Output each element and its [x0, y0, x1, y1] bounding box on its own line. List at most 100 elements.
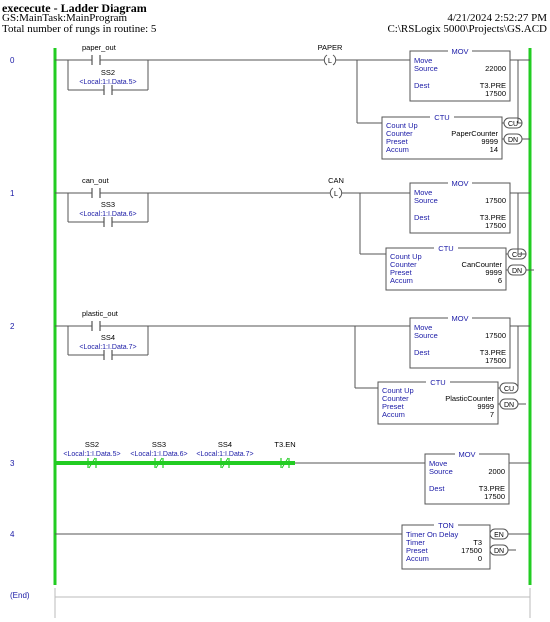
mov-description: Move: [414, 323, 432, 332]
en-output-pin: EN: [489, 528, 509, 540]
contact-ss: [103, 85, 113, 95]
mov-description: Move: [414, 188, 432, 197]
contact-alias-label: <Local:1:I.Data.6>: [79, 211, 136, 218]
coil-left-arc: [323, 54, 328, 66]
mov-source-value: 17500: [485, 196, 506, 205]
ctu-title-bg: [426, 378, 450, 386]
contact-tag-label: SS4: [101, 333, 115, 342]
mov-dest-tag: T3.PRE: [480, 348, 506, 357]
mov-source-value: 17500: [485, 331, 506, 340]
coil-right-arc: [338, 187, 343, 199]
contact-alias-label: <Local:1:I.Data.5>: [63, 451, 120, 458]
end-label: (End): [10, 591, 30, 600]
mov-source-label: Source: [414, 331, 438, 340]
ctu-counter-tag: PlasticCounter: [445, 394, 494, 403]
ton-accum-value: 0: [478, 554, 482, 563]
contact-alias-label: <Local:1:I.Data.5>: [79, 79, 136, 86]
mov-dest-label: Dest: [414, 213, 430, 222]
mov-dest-value: 17500: [484, 492, 505, 501]
mov-description: Move: [414, 56, 432, 65]
rung-count: Total number of rungs in routine: 5: [2, 23, 157, 35]
coil-tag-label: CAN: [328, 176, 344, 185]
mov-dest-label: Dest: [429, 484, 445, 493]
ctu-title-bg: [430, 113, 454, 121]
ctu-counter-tag: PaperCounter: [451, 129, 498, 138]
output-pin-label: DN: [512, 268, 522, 275]
ctu-title: CTU: [430, 378, 445, 387]
contact-slash: [155, 457, 163, 469]
mov-title-bg: [455, 450, 479, 458]
output-pin-label: EN: [494, 532, 504, 539]
output-pin-label: CU: [504, 386, 514, 393]
ctu-preset-value: 9999: [477, 402, 494, 411]
contact-tag-label: SS3: [101, 200, 115, 209]
contact-tag-label: paper_out: [82, 43, 117, 52]
ctu-accum-value: 14: [490, 145, 498, 154]
ton-title: TON: [438, 521, 454, 530]
mov-title-bg: [448, 179, 472, 187]
ton-title-bg: [434, 521, 458, 529]
mov-source-label: Source: [414, 196, 438, 205]
mov-title-bg: [448, 314, 472, 322]
ctu-accum-value: 7: [490, 410, 494, 419]
ctu-box: [377, 381, 499, 425]
mov-dest-label: Dest: [414, 348, 430, 357]
contact-alias-label: <Local:1:I.Data.6>: [130, 451, 187, 458]
ton-box: [401, 524, 491, 570]
ctu-box: [381, 116, 503, 160]
mov-dest-label: Dest: [414, 81, 430, 90]
ctu-title: CTU: [438, 244, 453, 253]
mov-title: MOV: [451, 179, 468, 188]
mov-dest-value: 17500: [485, 356, 506, 365]
mov-source-value: 22000: [485, 64, 506, 73]
output-pin-label: CU: [508, 121, 518, 128]
ton-preset-label: Preset: [406, 546, 429, 555]
mov-source-label: Source: [429, 467, 453, 476]
latch-coil: [329, 187, 343, 199]
contact-tag-label: SS3: [152, 440, 166, 449]
contact-ss3: [151, 457, 167, 469]
contact-ss: [103, 350, 113, 360]
dn-output-pin: DN: [507, 264, 527, 276]
rung-number: 2: [10, 322, 15, 331]
coil-symbol: L: [328, 58, 332, 65]
ton-accum-label: Accum: [406, 554, 429, 563]
energized-wire: [55, 461, 295, 465]
contact-tag-label: T3.EN: [274, 440, 295, 449]
mov-box: [424, 453, 510, 505]
contact-ss4: [217, 457, 233, 469]
ctu-description: Count Up: [390, 252, 422, 261]
output-pin-label: DN: [494, 548, 504, 555]
ctu-preset-label: Preset: [386, 137, 409, 146]
ctu-preset-value: 9999: [481, 137, 498, 146]
ton-description: Timer On Delay: [406, 530, 458, 539]
dn-output-pin: DN: [499, 398, 519, 410]
output-pin-label: DN: [504, 402, 514, 409]
ton-timer-label: Timer: [406, 538, 425, 547]
project-file-path: C:\RSLogix 5000\Projects\GS.ACD: [387, 23, 547, 35]
mov-description: Move: [429, 459, 447, 468]
ctu-preset-label: Preset: [390, 268, 413, 277]
contact-alias-label: <Local:1:I.Data.7>: [196, 451, 253, 458]
ctu-counter-label: Counter: [390, 260, 417, 269]
coil-left-arc: [329, 187, 334, 199]
mov-dest-value: 17500: [485, 89, 506, 98]
ctu-title: CTU: [434, 113, 449, 122]
output-pin-label: DN: [508, 137, 518, 144]
mov-source-value: 2000: [488, 467, 505, 476]
contact-tag-label: SS4: [218, 440, 232, 449]
contact-ss: [103, 217, 113, 227]
mov-title: MOV: [451, 47, 468, 56]
coil-right-arc: [332, 54, 337, 66]
ctu-counter-tag: CanCounter: [462, 260, 503, 269]
mov-title: MOV: [451, 314, 468, 323]
mov-dest-tag: T3.PRE: [480, 81, 506, 90]
ctu-preset-value: 9999: [485, 268, 502, 277]
dn-output-pin: DN: [489, 544, 509, 556]
contact-slash: [88, 457, 96, 469]
contact-tag-label: SS2: [101, 68, 115, 77]
print-timestamp: 4/21/2024 2:52:27 PM: [447, 12, 547, 24]
ctu-accum-label: Accum: [386, 145, 409, 154]
rung-number: 4: [10, 530, 15, 539]
mov-dest-tag: T3.PRE: [480, 213, 506, 222]
